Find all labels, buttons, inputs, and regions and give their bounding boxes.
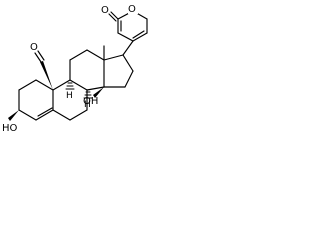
ring-oxygen-mask: [128, 3, 138, 14]
bond: [108, 13, 117, 22]
wedge-bond: [40, 61, 53, 90]
bond: [117, 32, 134, 42]
stereo-h-8: [83, 91, 93, 99]
bond: [110, 11, 119, 20]
carbonyl-oxygen-label: O: [101, 5, 109, 16]
wedge-bond: [93, 87, 104, 98]
bond: [86, 86, 105, 91]
h-8-label: H: [84, 100, 91, 110]
bond: [69, 49, 88, 61]
bond: [34, 52, 42, 63]
bond: [52, 109, 71, 121]
h-9-label: H: [66, 91, 73, 101]
b-ring: [52, 79, 88, 121]
bond: [69, 109, 88, 121]
c-ring: [69, 49, 105, 91]
ring-oxygen-label: O: [128, 4, 136, 15]
bond: [37, 50, 45, 61]
wedge-bond: [8, 110, 19, 121]
bond: [132, 30, 145, 39]
bond: [86, 49, 105, 61]
bond: [69, 79, 88, 91]
oh-14-label: OH: [83, 96, 98, 107]
molecule-diagram: O O OH: [2, 3, 148, 134]
bond: [122, 54, 134, 72]
bond: [35, 109, 54, 121]
bond: [103, 54, 124, 61]
a-ring: [18, 79, 54, 121]
structure-canvas: O O OH: [0, 0, 155, 160]
bond: [124, 70, 134, 88]
bond: [18, 109, 37, 121]
stereo-h-9: [65, 82, 75, 90]
bond: [35, 79, 54, 91]
bond: [122, 40, 134, 56]
bond: [132, 32, 148, 42]
d-ring: [103, 54, 134, 88]
oh-3-label: HO: [2, 123, 18, 134]
aldehyde-oxygen-label: O: [30, 42, 38, 53]
bond: [37, 107, 53, 117]
bond: [18, 79, 37, 91]
pyranone-ring: [108, 10, 148, 42]
bond: [52, 79, 71, 91]
